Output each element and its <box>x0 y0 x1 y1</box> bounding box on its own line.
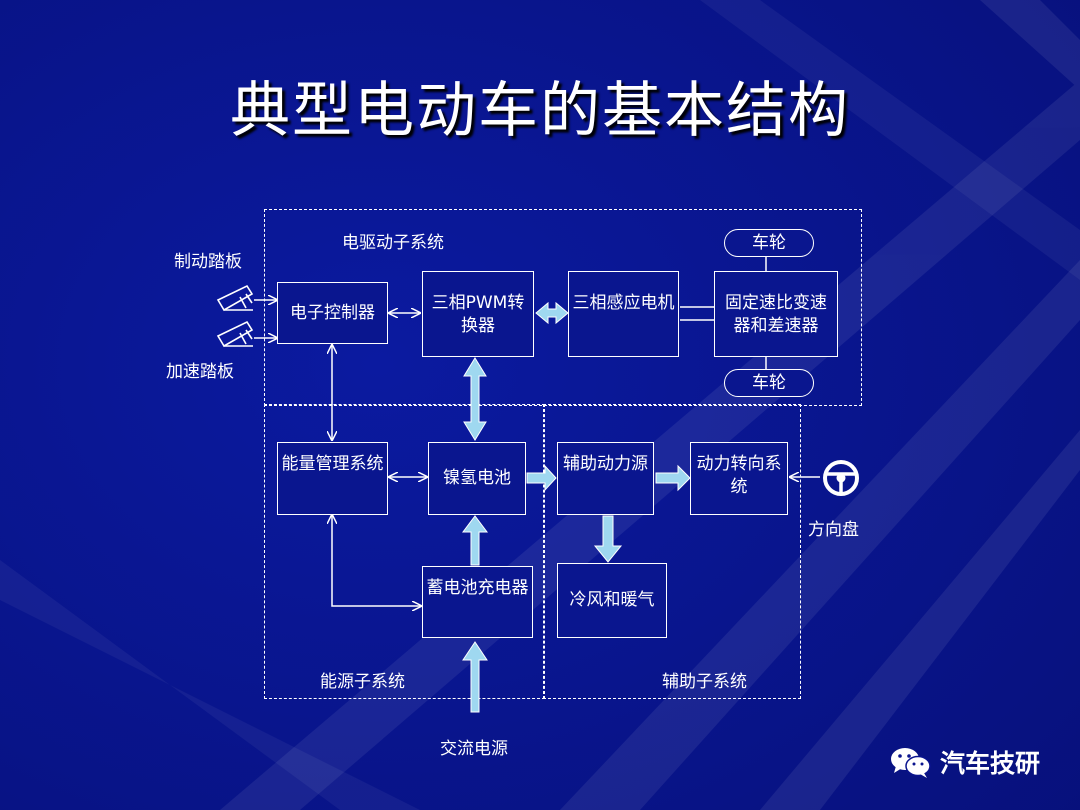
accelerator-pedal-icon <box>216 320 254 348</box>
hvac-block: 冷风和暖气 <box>557 563 667 638</box>
gearbox-differential-block: 固定速比变速器和差速器 <box>714 271 838 357</box>
energy-subsystem-label: 能源子系统 <box>320 672 405 692</box>
brake-pedal-label: 制动踏板 <box>174 252 242 272</box>
drive-subsystem-label: 电驱动子系统 <box>342 233 444 253</box>
wechat-icon <box>891 748 931 778</box>
battery-charger-block: 蓄电池充电器 <box>422 566 533 638</box>
energy-subsystem-frame <box>264 404 545 699</box>
induction-motor-block: 三相感应电机 <box>568 271 679 357</box>
steering-wheel-icon <box>823 460 859 496</box>
accel-pedal-label: 加速踏板 <box>166 362 234 382</box>
wheel-top-block: 车轮 <box>724 229 814 257</box>
power-steering-block: 动力转向系统 <box>690 442 788 515</box>
nimh-battery-block: 镍氢电池 <box>428 442 526 515</box>
aux-subsystem-frame <box>543 404 801 699</box>
brand-name: 汽车技研 <box>940 749 1041 778</box>
energy-management-block: 能量管理系统 <box>277 442 388 515</box>
pwm-converter-block: 三相PWM转换器 <box>422 271 534 357</box>
drive-subsystem-frame <box>264 209 862 406</box>
page-title: 典型电动车的基本结构 <box>230 76 850 146</box>
brand-watermark: 汽车技研 <box>888 744 1040 780</box>
wheel-bottom-block: 车轮 <box>724 369 814 397</box>
steering-wheel-label: 方向盘 <box>808 520 859 540</box>
aux-power-block: 辅助动力源 <box>557 442 654 515</box>
aux-subsystem-label: 辅助子系统 <box>662 672 747 692</box>
ac-power-label: 交流电源 <box>440 739 508 759</box>
brake-pedal-icon <box>216 284 254 312</box>
electronic-controller-block: 电子控制器 <box>277 282 388 344</box>
